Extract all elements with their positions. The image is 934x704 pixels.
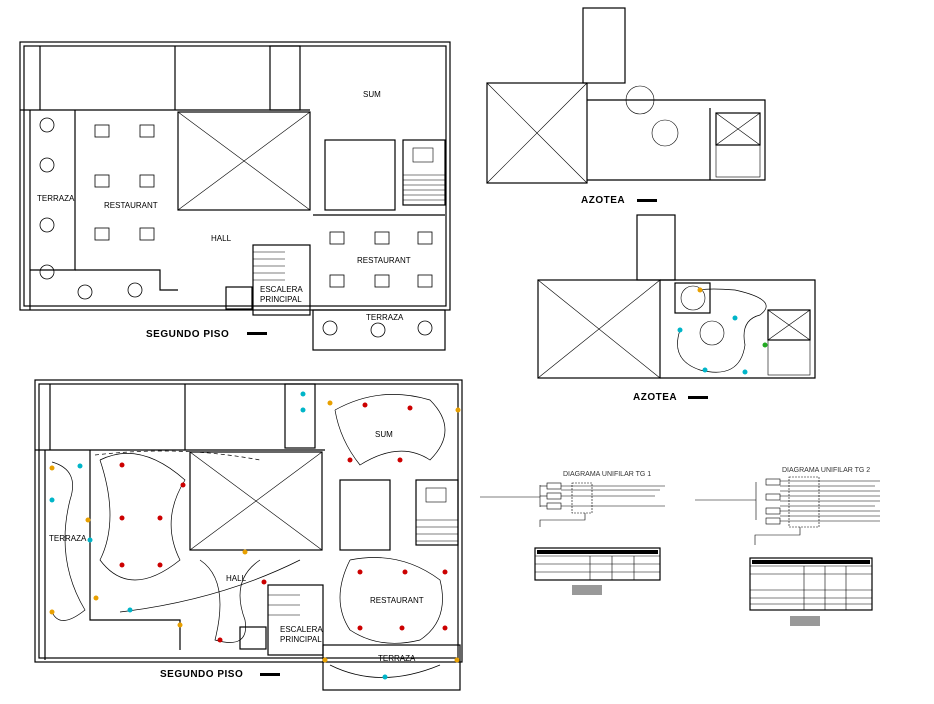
room-label-escalera: ESCALERA (260, 285, 303, 294)
room-label-terraza: TERRAZA (366, 313, 404, 322)
room-label-hall: HALL (211, 234, 232, 243)
room-label-terraza: TERRAZA (37, 194, 75, 203)
lighting-circuits (51, 394, 446, 678)
room-label-principal: PRINCIPAL (280, 635, 322, 644)
single-line-diagram-tg2: DIAGRAMA UNIFILAR TG 2 (695, 467, 880, 626)
room-label-escalera: ESCALERA (280, 625, 323, 634)
plan-title: SEGUNDO PISO (160, 669, 243, 680)
plan-segundo-piso-elec: SUM RESTAURANT TERRAZA TERRAZA HALL ESCA… (34, 379, 463, 691)
plan-azotea-elec: AZOTEA (537, 214, 816, 403)
restaurant-tables (39, 117, 433, 338)
room-label-hall: HALL (226, 574, 247, 583)
restrooms (269, 45, 301, 111)
stair-treads (403, 174, 445, 201)
single-line-diagram-tg1: DIAGRAMA UNIFILAR TG 1 (480, 471, 665, 595)
plan-title: SEGUNDO PISO (146, 329, 229, 340)
plan-segundo-piso-arch: SUM RESTAURANT RESTAURANT TERRAZA TERRAZ… (19, 41, 451, 351)
room-label-principal: PRINCIPAL (260, 295, 302, 304)
plan-azotea-arch: AZOTEA (486, 7, 766, 206)
room-label-restaurant: RESTAURANT (357, 256, 411, 265)
outer-wall (19, 41, 451, 311)
service-stair (402, 139, 446, 206)
diagram-title: DIAGRAMA UNIFILAR TG 2 (782, 467, 870, 474)
terraza-bottom (312, 309, 446, 351)
void-opening (177, 111, 311, 211)
load-table (749, 557, 873, 611)
room-label-restaurant: RESTAURANT (370, 596, 424, 605)
room-label-restaurant: RESTAURANT (104, 201, 158, 210)
room-label-sum: SUM (363, 90, 381, 99)
plan-title: AZOTEA (581, 195, 625, 206)
room-label-terraza: TERRAZA (49, 534, 87, 543)
plan-title: AZOTEA (633, 392, 677, 403)
room-label-sum: SUM (375, 430, 393, 439)
room-label-terraza: TERRAZA (378, 654, 416, 663)
diagram-title: DIAGRAMA UNIFILAR TG 1 (563, 471, 651, 478)
outlet-symbols (49, 391, 461, 680)
